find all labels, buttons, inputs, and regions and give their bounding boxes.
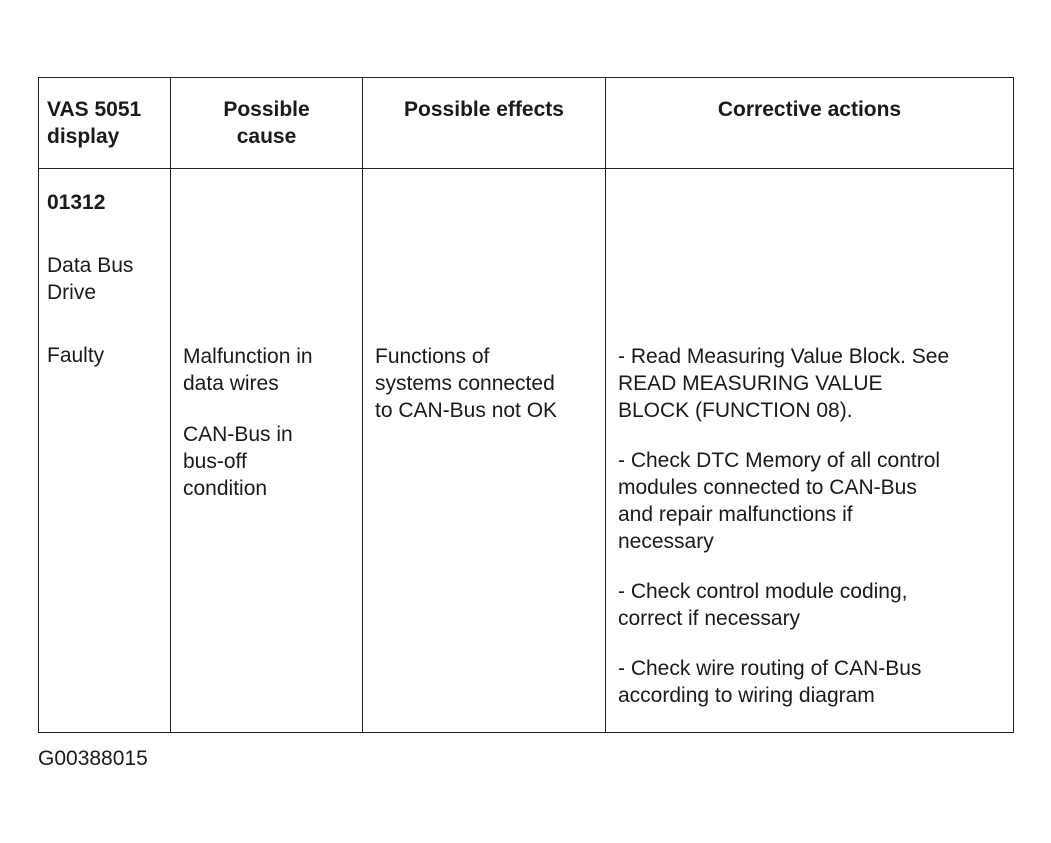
cause-item: CAN-Bus in bus-off condition	[183, 423, 293, 500]
figure-id: G00388015	[38, 747, 148, 770]
action-item: - Check wire routing of CAN-Bus accordin…	[618, 657, 922, 707]
header-vas-display: VAS 5051 display	[38, 77, 171, 169]
cell-corrective-actions: - Read Measuring Value Block. See READ M…	[605, 168, 1014, 733]
cell-possible-cause: Malfunction in data wires CAN-Bus in bus…	[170, 168, 363, 733]
cell-possible-effects: Functions of systems connected to CAN-Bu…	[362, 168, 606, 733]
fault-code: 01312	[47, 191, 106, 214]
header-row: VAS 5051 display Possible cause Possible…	[38, 77, 1014, 169]
action-item: - Check DTC Memory of all control module…	[618, 449, 941, 553]
cell-vas-display: 01312 Data Bus Drive Faulty	[38, 168, 171, 733]
action-item: - Read Measuring Value Block. See READ M…	[618, 345, 950, 422]
action-item: - Check control module coding, correct i…	[618, 580, 908, 630]
effect-item: Functions of systems connected to CAN-Bu…	[375, 345, 558, 422]
header-possible-cause: Possible cause	[170, 77, 363, 169]
fault-status: Faulty	[47, 344, 105, 367]
diagnostic-table: VAS 5051 display Possible cause Possible…	[38, 77, 1014, 733]
header-corrective-actions: Corrective actions	[605, 77, 1014, 169]
cause-item: Malfunction in data wires	[183, 345, 313, 395]
fault-component: Data Bus Drive	[47, 254, 134, 304]
header-possible-effects: Possible effects	[362, 77, 606, 169]
table-row: 01312 Data Bus Drive Faulty Malfunction …	[38, 168, 1014, 733]
